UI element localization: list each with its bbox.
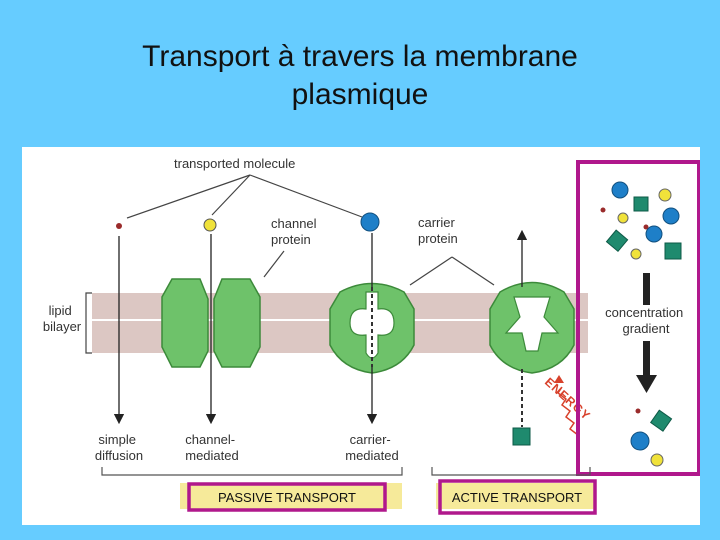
high-concentration-molecules xyxy=(600,181,682,260)
slide-title-line-2: plasmique xyxy=(291,78,429,111)
carrier-protein-passive xyxy=(329,282,415,374)
energy-squiggle xyxy=(556,386,579,436)
low-concentration-molecules xyxy=(630,408,673,467)
active-transport-highlight xyxy=(438,479,597,515)
active-transport-bracket xyxy=(431,467,591,476)
concentration-gradient-highlight xyxy=(576,160,700,476)
carrier-protein-active xyxy=(489,281,575,427)
transported-molecule-label: transported molecule xyxy=(174,156,295,171)
simple-diffusion-label: simple diffusion xyxy=(95,432,143,463)
active-transport-label: ACTIVE TRANSPORT xyxy=(452,490,582,505)
lipid-bilayer-bracket xyxy=(85,292,92,354)
channel-protein-pointer xyxy=(263,250,285,278)
lipid-bilayer-label: lipid bilayer xyxy=(43,303,82,334)
active-transport-band xyxy=(436,483,596,509)
channel-molecule-yellow xyxy=(203,218,217,232)
small-molecule-dot xyxy=(116,223,122,229)
membrane-transport-diagram: lipid bilayer transported molecule chann… xyxy=(22,147,700,525)
active-transported-molecule xyxy=(512,427,531,446)
carrier-mediated-label: carrier- mediated xyxy=(345,432,398,463)
carrier-protein-label: carrier protein xyxy=(418,215,458,246)
passive-transport-band xyxy=(180,483,402,509)
gradient-arrowhead xyxy=(636,375,657,393)
channel-protein xyxy=(161,278,261,368)
passive-transport-highlight xyxy=(187,482,387,512)
transported-molecule-pointers xyxy=(126,174,363,219)
slide-title-line-1: Transport à travers la membrane xyxy=(142,40,578,73)
passive-transport-bracket xyxy=(101,467,403,476)
slide-title: Transport à travers la membrane plasmiqu… xyxy=(0,38,720,114)
gradient-arrow-lower-shaft xyxy=(643,341,650,375)
passive-transport-label: PASSIVE TRANSPORT xyxy=(218,490,356,505)
carrier-protein-pointers xyxy=(409,256,495,286)
energy-arrowhead xyxy=(554,375,564,383)
channel-protein-label: channel protein xyxy=(271,216,320,247)
gradient-arrow-shaft xyxy=(643,273,650,305)
channel-mediated-label: channel- mediated xyxy=(185,432,239,463)
concentration-gradient-label: concentration gradient xyxy=(605,305,687,336)
carrier-molecule-blue xyxy=(360,212,380,232)
